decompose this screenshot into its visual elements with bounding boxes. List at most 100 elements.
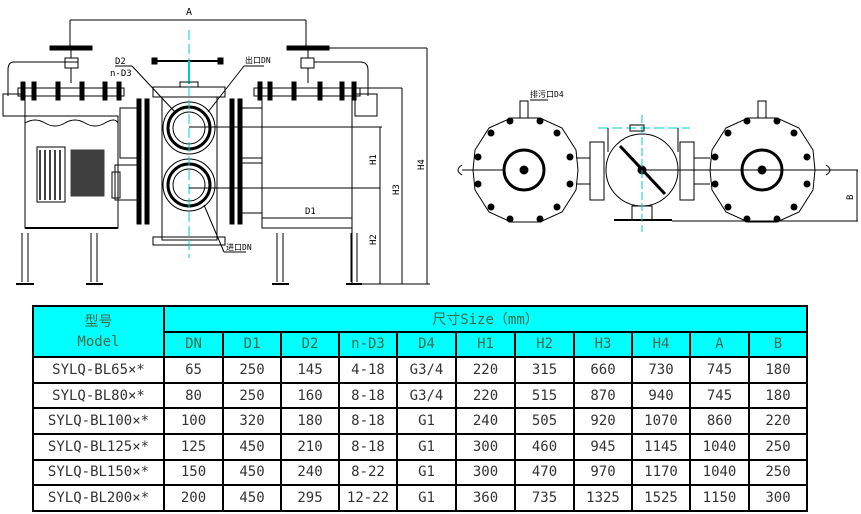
cell-h3: 660 [573,356,633,384]
cell-n-d3: 8-22 [338,458,398,487]
cell-d1: 450 [222,458,282,487]
cell-b: 250 [748,458,808,487]
column-header-d1: D1 [222,330,282,359]
cell-h1: 360 [455,484,516,512]
column-header-h1: H1 [455,330,516,359]
cell-h3: 1325 [573,484,633,512]
header-row-columns: DN D1 D2 n-D3 D4 H1 H2 H3 H4 A B [33,330,808,359]
cell-model: SYLQ-BL125×* [32,432,165,461]
cell-dn: 65 [163,356,224,384]
cell-b: 180 [748,381,808,410]
cell-h4: 1170 [631,458,691,487]
cell-h1: 220 [455,381,516,410]
cell-n-d3: 12-22 [338,484,398,512]
cell-h4: 1070 [631,407,691,435]
top-view-right-vessel [709,100,831,223]
cell-model: SYLQ-BL200×* [32,484,165,512]
model-header-cn: 型号 [84,313,113,330]
inlet-label: 进口DN [226,243,252,252]
h4-label: H4 [417,159,427,170]
model-column-header: 型号 Model [32,304,165,359]
cell-d4: G3/4 [396,356,457,384]
cell-model: SYLQ-BL80×* [32,381,165,410]
cell-d2: 295 [280,484,340,512]
cell-dn: 125 [163,432,224,461]
cell-n-d3: 8-18 [338,381,398,410]
cell-h4: 1525 [631,484,691,512]
column-header-d2: D2 [280,330,340,359]
cell-n-d3: 8-18 [338,432,398,461]
cell-h3: 970 [573,458,633,487]
right-filter-vessel [253,45,378,285]
cell-dn: 100 [163,407,224,435]
n-d3-label: n-D3 [110,69,132,79]
column-header-h4: H4 [631,330,691,359]
outlet-label: 出口DN [245,55,271,65]
cell-h2: 460 [514,432,575,461]
cell-model: SYLQ-BL65×* [32,356,165,384]
height-dimensions [189,47,430,285]
cell-h4: 940 [631,381,691,410]
cell-d1: 320 [222,407,282,435]
header-row-group: 型号 Model 尺寸Size（mm） [32,304,808,359]
cell-h2: 470 [514,458,575,487]
column-header-h3: H3 [573,330,633,359]
dim-a-label: A [186,7,192,18]
dim-b-label: B [846,195,856,200]
cell-h4: 1145 [631,432,691,461]
cell-a: 745 [689,381,750,410]
cell-d4: G1 [396,407,457,435]
cell-d2: 160 [280,381,340,410]
cell-d1: 250 [222,356,282,384]
column-header-dn: DN [163,330,224,359]
cell-model: SYLQ-BL150×* [32,458,165,487]
column-header-b: B [748,330,808,359]
cell-n-d3: 8-18 [338,407,398,435]
cell-b: 180 [748,356,808,384]
cell-d1: 450 [222,484,282,512]
cell-d2: 240 [280,458,340,487]
left-filter-vessel [2,45,125,285]
top-view-center-valve [576,115,710,232]
cell-h2: 315 [514,356,575,384]
cell-d2: 210 [280,432,340,461]
top-view-left-vessel [457,100,579,223]
center-switch-valve [114,30,263,258]
drain-label: 排污口D4 [530,89,564,99]
h3-label: H3 [392,184,402,195]
specification-table: 型号 Model 尺寸Size（mm） DN D1 D2 n-D3 D4 H1 … [32,304,808,512]
cell-h1: 220 [455,356,516,384]
cell-a: 745 [689,356,750,384]
cell-d2: 180 [280,407,340,435]
d2-label: D2 [115,57,126,67]
cell-h3: 945 [573,432,633,461]
cell-d4: G3/4 [396,381,457,410]
cell-d1: 250 [222,381,282,410]
column-header-h2: H2 [514,330,575,359]
engineering-drawing: A [2,7,858,285]
cell-model: SYLQ-BL100×* [32,407,165,435]
cell-h2: 735 [514,484,575,512]
cell-d4: G1 [396,432,457,461]
column-header-n-d3: n-D3 [338,330,398,359]
cell-h2: 515 [514,381,575,410]
model-header-en: Model [77,333,120,350]
column-header-a: A [689,330,750,359]
h2-label: H2 [369,234,379,245]
cell-b: 220 [748,407,808,435]
cell-d4: G1 [396,484,457,512]
cell-h4: 730 [631,356,691,384]
size-group-header: 尺寸Size（mm） [163,305,808,333]
cell-a: 1040 [689,458,750,487]
cell-a: 860 [689,407,750,435]
cell-d1: 450 [222,432,282,461]
cell-d4: G1 [396,458,457,487]
h1-label: H1 [369,154,379,165]
cell-dn: 80 [163,381,224,410]
cell-b: 250 [748,432,808,461]
